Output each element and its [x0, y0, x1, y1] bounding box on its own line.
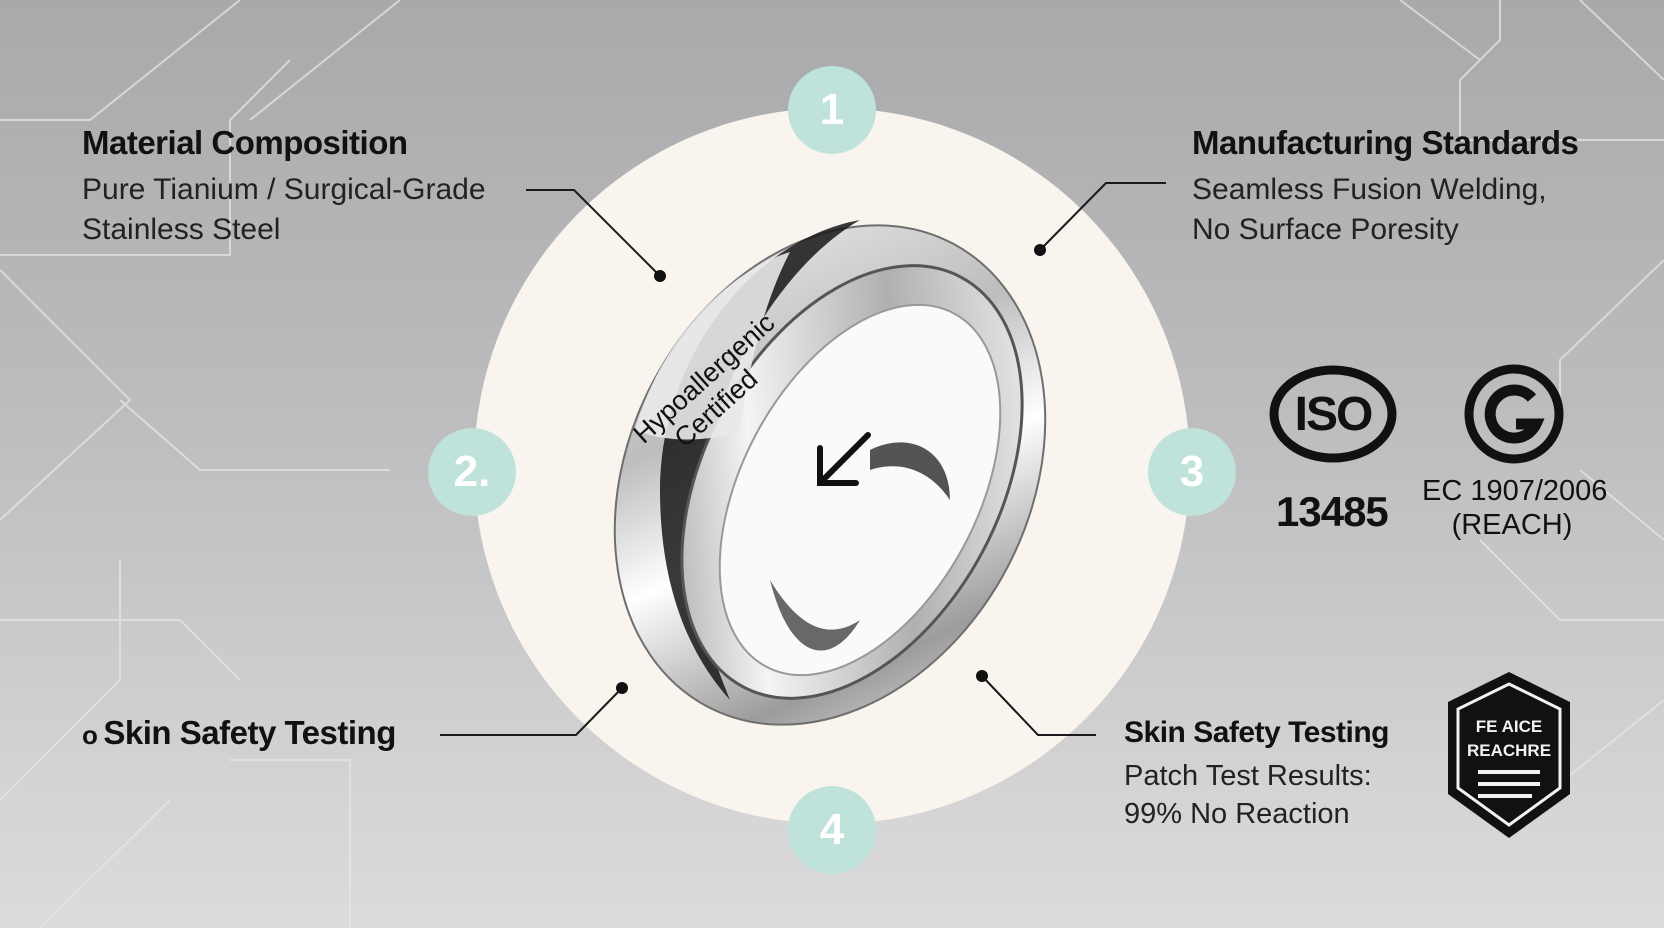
material-composition-line2: Stainless Steel	[82, 213, 281, 246]
material-composition-title: Material Composition	[82, 124, 408, 161]
step-badge-3-label: 3	[1179, 447, 1205, 496]
skin-safety-left-title: Skin Safety Testing	[103, 714, 396, 751]
step-badge-2: 2.	[428, 428, 516, 516]
step-badge-4: 4	[788, 786, 876, 874]
ec-g-logo	[1464, 364, 1564, 464]
skin-safety-left-bullet: o	[82, 720, 98, 750]
manufacturing-standards-line2: No Surface Poresity	[1192, 213, 1459, 246]
skin-safety-right-line2: 99% No Reaction	[1124, 798, 1350, 830]
manufacturing-standards-line1: Seamless Fusion Welding,	[1192, 173, 1547, 206]
iso-logo: ISO	[1269, 365, 1397, 463]
arrow-down-left-icon	[817, 432, 871, 486]
step-badge-3: 3	[1148, 428, 1236, 516]
manufacturing-standards-title: Manufacturing Standards	[1192, 124, 1579, 161]
step-badge-2-label: 2.	[453, 447, 491, 496]
iso-logo-text: ISO	[1295, 388, 1372, 441]
reach-shield-icon: FE AICE REACHRE	[1448, 672, 1570, 838]
step-badge-1-label: 1	[819, 85, 845, 134]
shield-line2: REACHRE	[1467, 741, 1551, 760]
ring-image: Hypoallergenic Certified	[613, 220, 1047, 726]
ec-regulation-line1: EC 1907/2006	[1422, 475, 1608, 507]
step-badge-1: 1	[788, 66, 876, 154]
skin-safety-right-line1: Patch Test Results:	[1124, 760, 1372, 792]
shield-line1: FE AICE	[1476, 717, 1542, 736]
skin-safety-right-title: Skin Safety Testing	[1124, 716, 1390, 749]
ec-regulation-line2: (REACH)	[1451, 509, 1573, 541]
iso-number: 13485	[1276, 488, 1389, 535]
step-badge-4-label: 4	[819, 805, 845, 854]
material-composition-line1: Pure Tianium / Surgical-Grade	[82, 173, 486, 206]
